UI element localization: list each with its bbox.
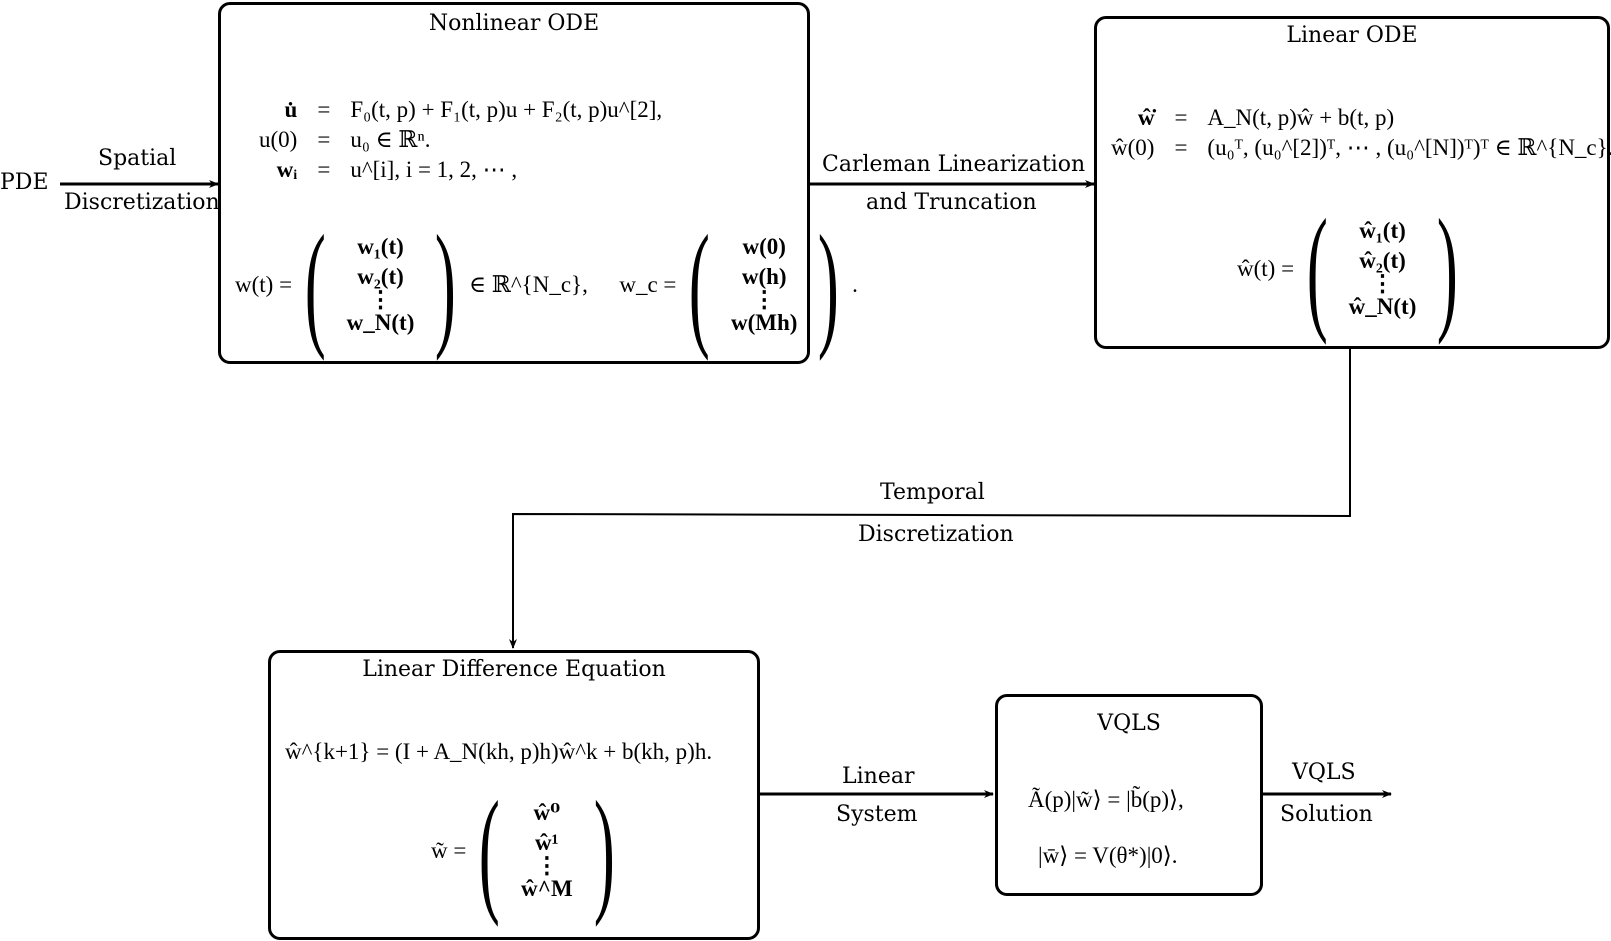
linear-difference-vector: w̃ = ( ŵ⁰ ŵ¹ ⋮ ŵ^M ) — [431, 781, 627, 921]
linear-ode-title: Linear ODE — [1286, 23, 1418, 48]
equation-row: wᵢ = u^[i], i = 1, 2, ⋯ , — [276, 157, 518, 182]
equation-row: ŵ̇ = A_N(t, p)ŵ + b(t, p) — [1137, 105, 1395, 130]
equation-row: u̇ = F₀(t, p) + F₁(t, p)u + F₂(t, p)u^[2… — [284, 97, 663, 122]
vector-w-hat: ŵ(t) = ( ŵ₁(t) ŵ₂(t) ⋮ ŵ_N(t) ) — [1237, 191, 1459, 346]
nonlinear-ode-title: Nonlinear ODE — [428, 11, 600, 36]
edge-spatial-bottom: Discretization — [64, 190, 220, 215]
vqls-equation-2: |w̄⟩ = V(θ*)|0⟩. — [1038, 843, 1178, 868]
right-paren: ) — [435, 207, 457, 362]
vector-w-tilde: w̃ = ( ŵ⁰ ŵ¹ ⋮ ŵ^M ) — [431, 773, 615, 928]
vector-w: w(t) = ( w₁(t) w₂(t) ⋮ w_N(t) ) ∈ ℝ^{N_c… — [235, 207, 588, 362]
node-linear-difference-equation: Linear Difference Equation ŵ^{k+1} = (I … — [268, 650, 760, 940]
vqls-title: VQLS — [1097, 711, 1161, 736]
linear-difference-equation: ŵ^{k+1} = (I + A_N(kh, p)h)ŵ^k + b(kh, p… — [285, 739, 713, 764]
edge-linear-system-top: Linear — [842, 764, 915, 789]
edge-spatial-top: Spatial — [98, 146, 177, 171]
right-paren: ) — [1437, 191, 1459, 346]
linear-difference-title: Linear Difference Equation — [362, 657, 666, 682]
equation-row: u(0) = u₀ ∈ ℝⁿ. — [259, 127, 431, 152]
node-linear-ode: Linear ODE ŵ̇ = A_N(t, p)ŵ + b(t, p) ŵ(0… — [1094, 16, 1611, 349]
left-paren: ( — [1306, 191, 1328, 346]
edge-vqls-solution-bottom: Solution — [1280, 802, 1373, 827]
left-paren: ( — [304, 207, 326, 362]
left-paren: ( — [689, 207, 711, 362]
equation-row: ŵ(0) = (u₀ᵀ, (u₀^[2])ᵀ, ⋯ , (u₀^[N])ᵀ)ᵀ … — [1111, 135, 1611, 160]
node-vqls: VQLS Ã(p)|w̃⟩ = |b̃(p)⟩, |w̄⟩ = V(θ*)|0⟩… — [995, 694, 1263, 896]
edge-carleman-top: Carleman Linearization — [822, 152, 1086, 177]
edge-temporal-top: Temporal — [880, 480, 985, 505]
linear-ode-equations: ŵ̇ = A_N(t, p)ŵ + b(t, p) ŵ(0) = (u₀ᵀ, (… — [1101, 103, 1611, 163]
nonlinear-ode-equations: u̇ = F₀(t, p) + F₁(t, p)u + F₂(t, p)u^[2… — [249, 95, 672, 185]
nonlinear-ode-vectors: w(t) = ( w₁(t) w₂(t) ⋮ w_N(t) ) ∈ ℝ^{N_c… — [235, 215, 858, 355]
linear-ode-vector: ŵ(t) = ( ŵ₁(t) ŵ₂(t) ⋮ ŵ_N(t) ) — [1237, 199, 1471, 339]
right-paren: ) — [593, 773, 615, 928]
edge-temporal-bottom: Discretization — [858, 522, 1014, 547]
right-paren: ) — [818, 207, 840, 362]
vector-wc: w_c = ( w(0) w(h) ⋮ w(Mh) ) . — [619, 207, 858, 362]
left-paren: ( — [479, 773, 501, 928]
vqls-equation-1: Ã(p)|w̃⟩ = |b̃(p)⟩, — [1028, 787, 1184, 812]
pde-label: PDE — [0, 170, 49, 195]
node-nonlinear-ode: Nonlinear ODE u̇ = F₀(t, p) + F₁(t, p)u … — [218, 2, 858, 364]
edge-linear-system-bottom: System — [836, 802, 918, 827]
edge-carleman-bottom: and Truncation — [866, 190, 1037, 215]
edge-vqls-solution-top: VQLS — [1292, 760, 1356, 785]
arrow-temporal-discretization — [509, 348, 1351, 649]
